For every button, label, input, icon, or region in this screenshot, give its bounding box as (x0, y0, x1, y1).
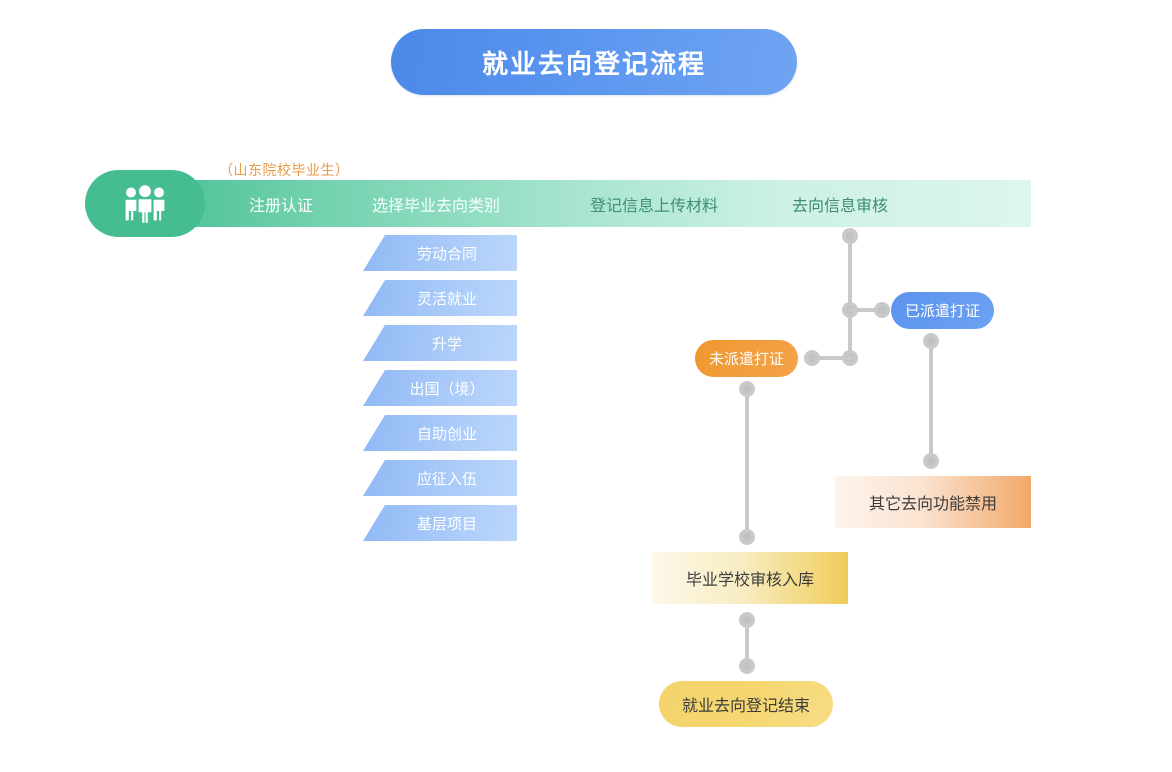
graduates-badge (85, 170, 205, 237)
node-label: 毕业学校审核入库 (685, 572, 814, 589)
stage-step-upload-materials[interactable]: 登记信息上传材料 (590, 197, 719, 215)
node-registration-end[interactable]: 就业去向登记结束 (659, 681, 833, 727)
page-title: 就业去向登记流程 (481, 48, 706, 79)
connector-dot-assigned-in (874, 302, 890, 318)
stage-progress-bar (140, 180, 1031, 227)
category-chip-label: 劳动合同 (416, 245, 477, 263)
node-label: 已派遣打证 (904, 303, 980, 320)
node-label: 未派遣打证 (708, 351, 784, 368)
category-chip-self-employment[interactable]: 自助创业 (363, 415, 517, 451)
connector-dot-end-in (739, 658, 755, 674)
connector-dot-school-out (739, 612, 755, 628)
node-other-destination-disabled[interactable]: 其它去向功能禁用 (835, 476, 1031, 528)
connector-dot-trunk-top (842, 228, 858, 244)
category-chip-further-study[interactable]: 升学 (363, 325, 517, 361)
category-chip-military-enlistment[interactable]: 应征入伍 (363, 460, 517, 496)
node-school-review-archive[interactable]: 毕业学校审核入库 (652, 552, 848, 604)
stage-step-review[interactable]: 去向信息审核 (792, 197, 889, 215)
category-chip-label: 基层项目 (416, 515, 477, 533)
category-chip-label: 应征入伍 (416, 470, 477, 488)
category-chip-label: 自助创业 (416, 425, 477, 443)
connector-dot-disabled-in (923, 453, 939, 469)
category-chip-going-abroad[interactable]: 出国（境） (363, 370, 517, 406)
category-chip-grassroots-project[interactable]: 基层项目 (363, 505, 517, 541)
connector-dot-unassigned-out (739, 381, 755, 397)
people-group-icon (122, 184, 168, 223)
category-chip-flexible-employment[interactable]: 灵活就业 (363, 280, 517, 316)
stage-step-registration[interactable]: 注册认证 (249, 197, 314, 215)
category-chip-label: 升学 (431, 335, 462, 353)
page-title-banner: 就业去向登记流程 (391, 29, 797, 95)
connector-dot-school-in (739, 529, 755, 545)
category-chip-labor-contract[interactable]: 劳动合同 (363, 235, 517, 271)
node-label: 就业去向登记结束 (681, 698, 810, 715)
node-assigned-certificate[interactable]: 已派遣打证 (891, 292, 994, 329)
node-label: 其它去向功能禁用 (868, 496, 997, 513)
stage-step-select-category[interactable]: 选择毕业去向类别 (372, 197, 501, 215)
connector-dot-assigned-out (923, 333, 939, 349)
node-unassigned-certificate[interactable]: 未派遣打证 (695, 340, 798, 377)
stage-step-labels: 注册认证 选择毕业去向类别 登记信息上传材料 去向信息审核 (140, 180, 1031, 227)
category-chip-label: 灵活就业 (416, 290, 477, 308)
category-chip-label: 出国（境） (409, 380, 485, 398)
connector-dot-unassigned-in (804, 350, 820, 366)
cohort-note: （山东院校毕业生） (219, 162, 350, 178)
